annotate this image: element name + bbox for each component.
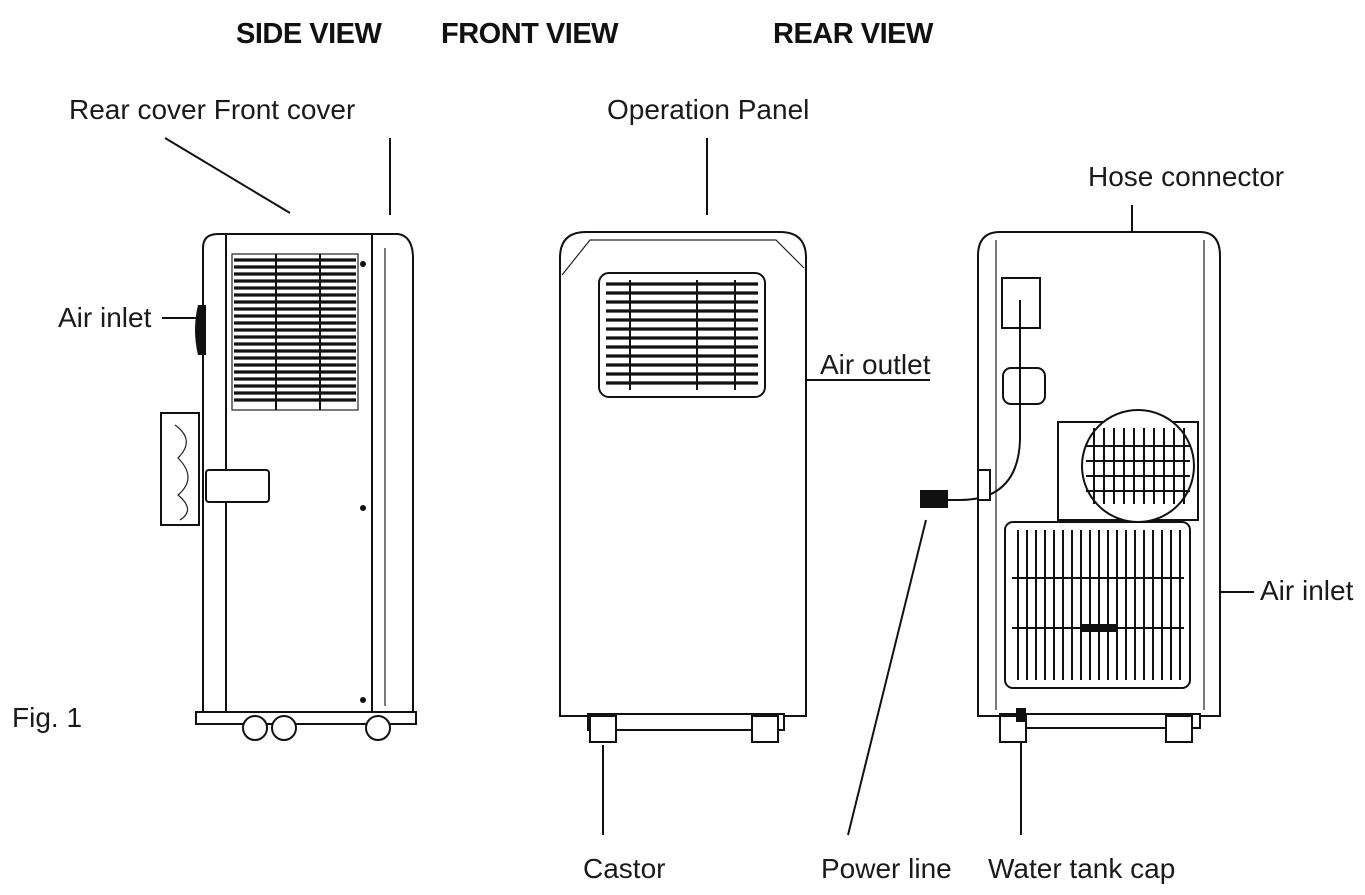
rear-power-cord <box>940 300 1021 501</box>
side-hose-bracket <box>160 412 200 526</box>
rear-hose-connector <box>1081 409 1195 523</box>
side-view-unit <box>160 233 417 741</box>
side-view-title: SIDE VIEW <box>236 18 382 50</box>
side-castor-left <box>242 715 268 741</box>
castor-label: Castor <box>583 853 665 884</box>
front-castor-left <box>589 715 617 743</box>
rear-cover-leader <box>164 137 291 214</box>
water-tank-cap-label: Water tank cap <box>988 853 1175 884</box>
side-handle <box>205 469 270 503</box>
hose-connector-label: Hose connector <box>1088 161 1284 192</box>
side-grille <box>234 258 356 402</box>
front-air-outlet-grille <box>606 282 758 385</box>
rear-air-inlet-grille <box>1017 530 1181 680</box>
power-line-leader <box>847 519 927 836</box>
air-inlet-rear-label: Air inlet <box>1260 575 1354 606</box>
air-outlet-label: Air outlet <box>820 349 931 380</box>
rear-view-title: REAR VIEW <box>773 18 934 50</box>
rear-power-plug <box>920 490 948 508</box>
rear-view-unit <box>920 231 1221 743</box>
fig-label: Fig. 1 <box>12 702 82 733</box>
power-line-label: Power line <box>821 853 952 884</box>
front-operation-panel <box>561 239 805 276</box>
side-castor-right <box>365 715 391 741</box>
rear-castor-right <box>1165 715 1193 743</box>
front-view-unit <box>559 231 807 743</box>
operation-panel-label: Operation Panel <box>607 94 809 125</box>
rear-hose-connector-grille <box>1086 428 1190 504</box>
rear-water-tank-cap <box>1016 708 1026 722</box>
side-front-cover <box>371 233 414 715</box>
front-castor-right <box>751 715 779 743</box>
front-base <box>587 713 785 731</box>
side-air-inlet <box>195 305 206 355</box>
rear-front-cover-label: Rear cover Front cover <box>69 94 355 125</box>
front-view-title: FRONT VIEW <box>441 18 619 50</box>
air-inlet-side-label: Air inlet <box>58 302 152 333</box>
side-grille-frame <box>231 253 359 411</box>
